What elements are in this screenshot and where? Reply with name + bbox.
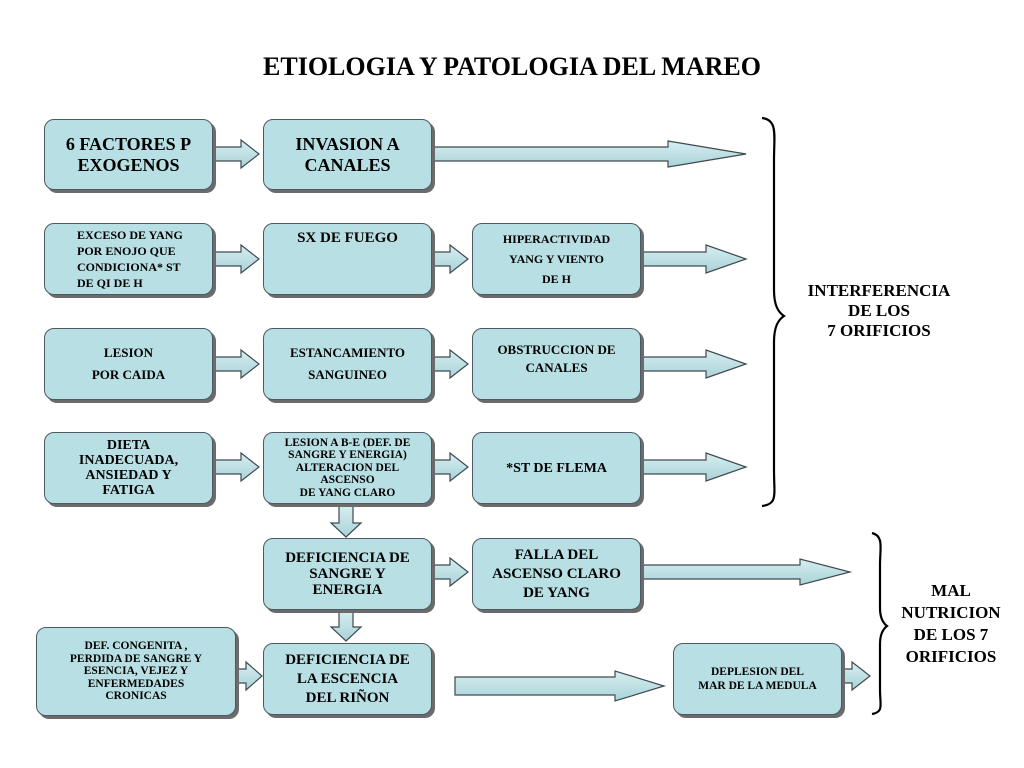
node-st-flema: *ST DE FLEMA (472, 432, 641, 504)
arrow-invasion-interferencia (431, 140, 747, 168)
node-exceso-yang: EXCESO DE YANG POR ENOJO QUE CONDICIONA*… (44, 223, 213, 295)
arrow-factores-invasion (213, 138, 260, 170)
arrow-exceso-fuego (213, 243, 260, 275)
arrow-lesion-defsangre (329, 505, 363, 538)
node-deplesion-medula: DEPLESION DEL MAR DE LA MEDULA (673, 643, 842, 715)
arrow-esencia-deplesion (454, 670, 667, 702)
arrow-obstr-interferencia (640, 349, 748, 379)
node-def-congenita: DEF. CONGENITA , PERDIDA DE SANGRE Y ESE… (36, 627, 236, 716)
outcome-interferencia: INTERFERENCIA DE LOS 7 ORIFICIOS (807, 281, 951, 340)
node-falla-ascenso: FALLA DEL ASCENSO CLARO DE YANG (472, 538, 641, 610)
node-def-esencia-rinon: DEFICIENCIA DE LA ESCENCIA DEL RIÑON (263, 643, 432, 715)
arrow-estanc-obstr (431, 348, 469, 380)
page-title: ETIOLOGIA Y PATOLOGIA DEL MAREO (263, 52, 761, 81)
arrow-caida-estanc (213, 348, 260, 380)
arrow-defsangre-defesencia (329, 610, 363, 642)
arrow-hiper-interferencia (640, 244, 748, 274)
node-hiperactividad: HIPERACTIVIDAD YANG Y VIENTO DE H (472, 223, 641, 295)
node-estancamiento: ESTANCAMIENTO SANGUINEO (263, 328, 432, 400)
brace-mal-nutricion (871, 531, 889, 716)
node-factores-exogenos: 6 FACTORES P EXOGENOS (44, 119, 213, 190)
node-lesion-be: LESION A B-E (DEF. DE SANGRE Y ENERGIA) … (263, 432, 432, 504)
arrow-defsangre-falla (431, 556, 469, 588)
brace-interferencia (761, 116, 786, 508)
outcome-mal-nutricion: MAL NUTRICION DE LOS 7 ORIFICIOS (901, 581, 1001, 666)
node-invasion-canales: INVASION A CANALES (263, 119, 432, 190)
arrow-dieta-lesion (213, 451, 260, 483)
arrow-deplesion-malnutricion (841, 660, 871, 692)
arrow-lesion-flema (431, 451, 469, 483)
node-def-sangre: DEFICIENCIA DE SANGRE Y ENERGIA (263, 538, 432, 610)
node-dieta: DIETA INADECUADA, ANSIEDAD Y FATIGA (44, 432, 213, 504)
arrow-fuego-hiper (431, 243, 469, 275)
node-sx-fuego: SX DE FUEGO (263, 223, 432, 295)
arrow-falla-malnutricion (640, 558, 853, 586)
arrow-congenita-esencia (235, 660, 263, 692)
node-obstruccion: OBSTRUCCION DE CANALES (472, 328, 641, 400)
node-lesion-caida: LESION POR CAIDA (44, 328, 213, 400)
arrow-flema-interferencia (640, 452, 748, 482)
